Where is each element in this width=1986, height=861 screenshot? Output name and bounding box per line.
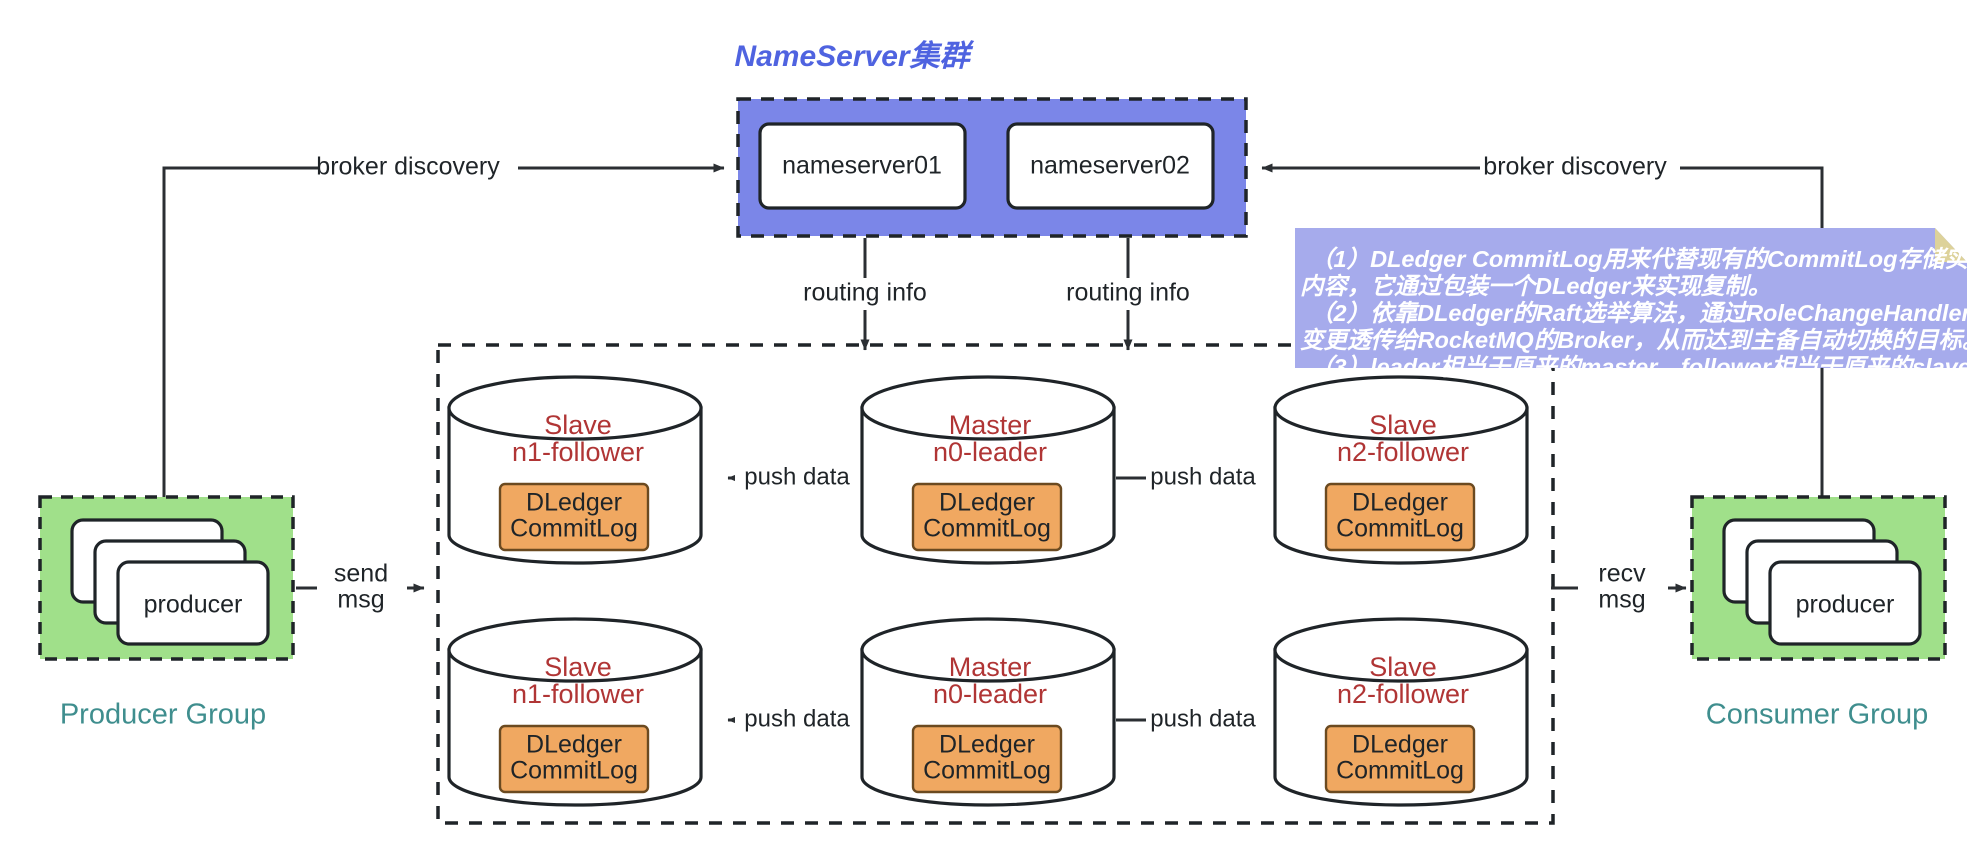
note-background [1295, 228, 1967, 368]
send-msg-label-line2: msg [337, 586, 384, 614]
push-data-row1-left-label-bg [735, 462, 860, 492]
push-data-row2-left-label: push data [744, 705, 850, 732]
send-msg-label-bg [317, 560, 407, 616]
consumer-card-front[interactable] [1768, 560, 1922, 646]
push-data-row1-right-label: push data [1150, 463, 1256, 490]
note-line-2: 内容，它通过包装一个DLedger来实现复制。 [1300, 273, 1771, 299]
cylinder-top [447, 375, 703, 441]
dledger-label-line2: CommitLog [923, 757, 1051, 785]
broker-node-label: n2-follower [1337, 437, 1469, 467]
broker-node-row2-master[interactable]: Master n0-leader DLedger CommitLog [860, 617, 1116, 807]
cylinder-top [1273, 375, 1529, 441]
dledger-label-line2: CommitLog [510, 757, 638, 785]
nameserver01-label: nameserver01 [782, 152, 942, 180]
dledger-label-line1: DLedger [1352, 731, 1448, 759]
nameserver01-card[interactable] [758, 122, 967, 210]
consumer-group[interactable]: producer [1690, 495, 1947, 661]
dledger-label-line2: CommitLog [923, 515, 1051, 543]
annotation-note: （1）DLedger CommitLog用来代替现有的CommitLog存储实际… [1295, 228, 1986, 380]
broker-node-label: n1-follower [512, 679, 644, 709]
dledger-label-line1: DLedger [526, 489, 622, 517]
send-msg-label-line1: send [334, 560, 388, 588]
push-data-row2-left-label-bg [735, 704, 860, 734]
dledger-label-line2: CommitLog [510, 515, 638, 543]
broker-role-label: Slave [544, 652, 612, 682]
broker-node-label: n1-follower [512, 437, 644, 467]
producer-group[interactable]: producer [38, 495, 295, 661]
push-data-row2-right-label-bg [1146, 704, 1271, 734]
consumer-group-title: Consumer Group [1706, 699, 1928, 731]
broker-discovery-right-label-bg [1480, 152, 1680, 184]
broker-node-row1-slave2[interactable]: Slave n2-follower DLedger CommitLog [1273, 375, 1529, 565]
nameserver02-label: nameserver02 [1030, 152, 1190, 180]
cylinder-top [860, 617, 1116, 683]
recv-msg-label-line2: msg [1598, 586, 1645, 614]
cylinder-top [447, 617, 703, 683]
routing-info-left-label: routing info [803, 279, 927, 307]
note-line-1: （1）DLedger CommitLog用来代替现有的CommitLog存储实际… [1310, 246, 1986, 272]
push-data-row1-right-label-bg [1146, 462, 1271, 492]
nameserver02-card[interactable] [1006, 122, 1215, 210]
note-line-5: （3）leader相当于原来的master，follower相当于原来的slav… [1310, 354, 1971, 380]
broker-role-label: Slave [544, 410, 612, 440]
broker-role-label: Master [949, 652, 1032, 682]
dledger-label-line2: CommitLog [1336, 757, 1464, 785]
broker-node-row2-slave2[interactable]: Slave n2-follower DLedger CommitLog [1273, 617, 1529, 807]
broker-discovery-right-label: broker discovery [1483, 153, 1667, 181]
dledger-commitlog-box [911, 482, 1063, 552]
note-line-4: 变更透传给RocketMQ的Broker，从而达到主备自动切换的目标。 [1300, 327, 1985, 353]
dledger-commitlog-box [498, 724, 650, 794]
broker-node-row1-master[interactable]: Master n0-leader DLedger CommitLog [860, 375, 1116, 565]
broker-node-label: n0-leader [933, 679, 1047, 709]
producer-group-title: Producer Group [60, 699, 266, 731]
broker-node-row2-slave1[interactable]: Slave n1-follower DLedger CommitLog [447, 617, 703, 807]
note-fold-corner [1935, 228, 1967, 262]
cylinder-top [1273, 617, 1529, 683]
routing-info-right-label-bg [1033, 278, 1223, 310]
dledger-label-line2: CommitLog [1336, 515, 1464, 543]
broker-node-row1-slave1[interactable]: Slave n1-follower DLedger CommitLog [447, 375, 703, 565]
dledger-label-line1: DLedger [939, 489, 1035, 517]
nameserver-cluster-title: NameServer集群 [734, 40, 974, 73]
producer-card-front[interactable] [116, 560, 270, 646]
broker-role-label: Slave [1369, 652, 1437, 682]
dledger-label-line1: DLedger [1352, 489, 1448, 517]
producer-card-label: producer [144, 591, 243, 619]
note-line-3: （2）依靠DLedger的Raft选举算法，通过RoleChangeHandle… [1310, 300, 1986, 326]
broker-discovery-right-line [1261, 163, 1824, 513]
push-data-row2-right-label: push data [1150, 705, 1256, 732]
recv-msg-label-bg [1578, 560, 1668, 616]
dledger-label-line1: DLedger [939, 731, 1035, 759]
dledger-commitlog-box [498, 482, 650, 552]
broker-discovery-left-line [162, 163, 725, 513]
consumer-card-label: producer [1796, 591, 1895, 619]
push-data-row1-left-label: push data [744, 463, 850, 490]
dledger-commitlog-box [1324, 724, 1476, 794]
broker-node-label: n0-leader [933, 437, 1047, 467]
cylinder-top [860, 375, 1116, 441]
broker-cluster-container [436, 343, 1555, 825]
broker-role-label: Master [949, 410, 1032, 440]
broker-discovery-left-label-bg [318, 152, 518, 184]
broker-node-label: n2-follower [1337, 679, 1469, 709]
dledger-label-line1: DLedger [526, 731, 622, 759]
dledger-commitlog-box [1324, 482, 1476, 552]
dledger-commitlog-box [911, 724, 1063, 794]
routing-info-right-label: routing info [1066, 279, 1190, 307]
broker-discovery-left-label: broker discovery [316, 153, 500, 181]
routing-info-left-label-bg [770, 278, 960, 310]
recv-msg-label-line1: recv [1598, 560, 1646, 588]
broker-role-label: Slave [1369, 410, 1437, 440]
